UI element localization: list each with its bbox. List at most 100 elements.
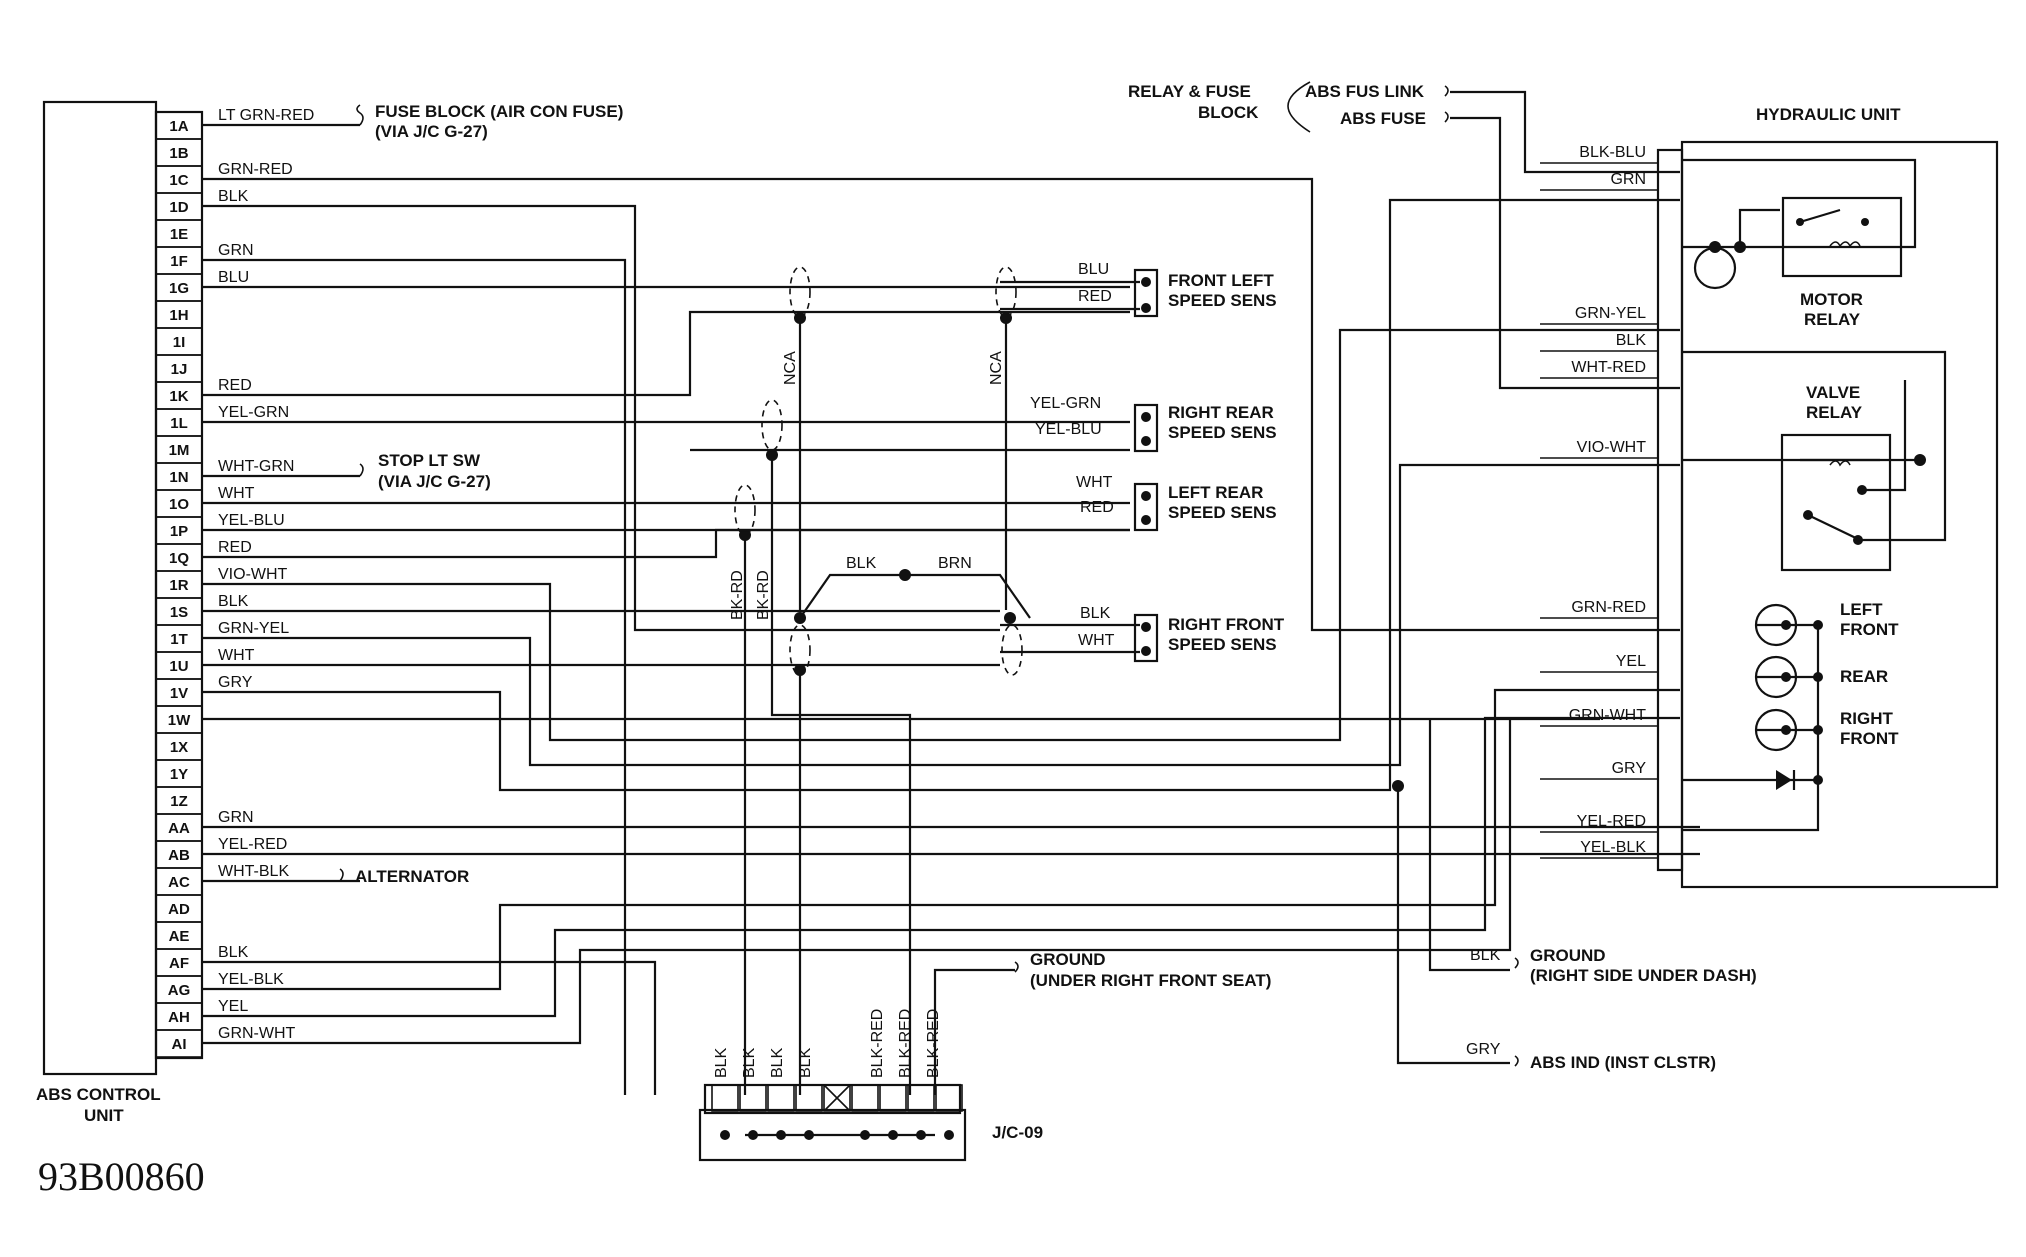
- pin-label: AC: [168, 874, 190, 891]
- hydraulic-pin-label: WHT-RED: [1571, 359, 1646, 376]
- jc-cell: [907, 1084, 935, 1112]
- hydraulic-pin-label: YEL-BLK: [1580, 839, 1646, 856]
- stop-lt-sw-via: (VIA J/C G-27): [378, 472, 491, 491]
- left-rear-speed-sensor[interactable]: WHT RED LEFT REAR SPEED SENS: [1076, 474, 1277, 532]
- wire-color-label: YEL-GRN: [218, 404, 289, 421]
- pin-label: 1U: [169, 658, 188, 675]
- wire-color-label: GRN-YEL: [218, 620, 289, 637]
- pin-label: 1W: [168, 712, 191, 729]
- valve-relay-label-1: VALVE: [1806, 383, 1860, 402]
- pin-label: 1G: [169, 280, 189, 297]
- lr-wire-1: WHT: [1076, 474, 1113, 491]
- alternator-ref: ALTERNATOR: [339, 867, 469, 886]
- wire-color-label: YEL-RED: [218, 836, 287, 853]
- fl-wire-2: RED: [1078, 288, 1112, 305]
- jc-cell: [767, 1084, 795, 1112]
- jc-wire-label: BLK-RED: [925, 1009, 942, 1078]
- pin-label: 1L: [170, 415, 188, 432]
- ground-dash-label-2: (RIGHT SIDE UNDER DASH): [1530, 966, 1757, 985]
- pin-label: 1P: [170, 523, 188, 540]
- pin-label: 1T: [170, 631, 188, 648]
- hydraulic-pin-label: VIO-WHT: [1577, 439, 1647, 456]
- jc09-label: J/C-09: [992, 1123, 1043, 1142]
- pin-label: 1A: [169, 118, 188, 135]
- wire-color-label: GRN-WHT: [218, 1025, 296, 1042]
- nca-label-1: NCA: [782, 351, 799, 385]
- diagram-code: 93B00860: [38, 1154, 205, 1199]
- wire-color-label: YEL-BLK: [218, 971, 284, 988]
- left-front-label-1: LEFT: [1840, 600, 1883, 619]
- pin-label: 1J: [171, 361, 188, 378]
- valve-relay-label-2: RELAY: [1806, 403, 1863, 422]
- jc-cell: [795, 1084, 823, 1112]
- jc-splice-dot: [860, 1130, 870, 1140]
- valve-relay: VALVE RELAY: [1682, 350, 1947, 572]
- wire-color-label: LT GRN-RED: [218, 107, 314, 124]
- jc-wire-label: BLK-RED: [897, 1009, 914, 1078]
- shielded-cables: NCA NCA BLK BRN BK-RD BK-RD: [690, 266, 1130, 1095]
- alternator-label: ALTERNATOR: [355, 867, 469, 886]
- bk-rd-label-1: BK-RD: [729, 570, 746, 620]
- right-rear-label-1: RIGHT REAR: [1168, 403, 1274, 422]
- rear-label: REAR: [1840, 667, 1888, 686]
- hydraulic-pin-label: GRN-RED: [1571, 599, 1646, 616]
- pin-label: 1E: [170, 226, 188, 243]
- hydraulic-pin-label: BLK: [1616, 332, 1647, 349]
- pin-label: 1V: [170, 685, 188, 702]
- pin-label: 1O: [169, 496, 189, 513]
- pin-label: 1K: [169, 388, 188, 405]
- wire-color-label: GRN-RED: [218, 161, 293, 178]
- pin-label: 1Y: [170, 766, 188, 783]
- motor-relay-label-1: MOTOR: [1800, 290, 1863, 309]
- stop-lt-sw-label: STOP LT SW: [378, 451, 481, 470]
- relay-fuse-block-label-2: BLOCK: [1198, 103, 1259, 122]
- pin-label: AI: [172, 1036, 187, 1053]
- right-front-label-2: FRONT: [1840, 729, 1899, 748]
- pin-label: AB: [168, 847, 190, 864]
- jc-wire-label: BLK: [741, 1047, 758, 1078]
- hydraulic-pin-label: BLK-BLU: [1579, 144, 1646, 161]
- jc-cell: [851, 1084, 879, 1112]
- wire-color-label: GRN: [218, 809, 254, 826]
- wire-color-label: WHT-BLK: [218, 863, 289, 880]
- right-front-label-1: RIGHT: [1840, 709, 1894, 728]
- hydraulic-unit-title: HYDRAULIC UNIT: [1756, 105, 1901, 124]
- ground-under-seat: GROUND (UNDER RIGHT FRONT SEAT): [933, 950, 1271, 1095]
- shield-brn-label: BRN: [938, 555, 972, 572]
- ground-seat-label-1: GROUND: [1030, 950, 1106, 969]
- jc-splice-dot: [916, 1130, 926, 1140]
- pin-label: 1S: [170, 604, 188, 621]
- pin-label: AA: [168, 820, 190, 837]
- pin-label: 1Z: [170, 793, 188, 810]
- jc-splice-dot: [720, 1130, 730, 1140]
- pin-label: 1R: [169, 577, 188, 594]
- pin-label: AD: [168, 901, 190, 918]
- fuse-block-ref: FUSE BLOCK (AIR CON FUSE) (VIA J/C G-27): [356, 102, 623, 141]
- jc-splice-dot: [944, 1130, 954, 1140]
- hydraulic-pin-label: GRN-WHT: [1569, 707, 1647, 724]
- wire-color-label: WHT: [218, 485, 255, 502]
- front-left-speed-sensor[interactable]: BLU RED FRONT LEFT SPEED SENS: [1000, 261, 1277, 318]
- jc-cell: [879, 1084, 907, 1112]
- solenoid-right-front: RIGHT FRONT: [1754, 708, 1899, 752]
- jc-wire-label: BLK: [797, 1047, 814, 1078]
- right-front-speed-sensor[interactable]: BLK WHT RIGHT FRONT SPEED SENS: [1000, 605, 1285, 663]
- motor-relay-label-2: RELAY: [1804, 310, 1861, 329]
- pin-label: 1B: [169, 145, 188, 162]
- ground-dash-wire: BLK: [1470, 947, 1501, 964]
- jc-cell: [935, 1084, 963, 1112]
- wire-color-label: VIO-WHT: [218, 566, 288, 583]
- jc-splice-dot: [776, 1130, 786, 1140]
- abs-ind-label: ABS IND (INST CLSTR): [1530, 1053, 1716, 1072]
- wire-color-label: BLU: [218, 269, 249, 286]
- right-rear-speed-sensor[interactable]: YEL-GRN YEL-BLU RIGHT REAR SPEED SENS: [1030, 395, 1277, 453]
- jc-wire-label: BLK: [713, 1047, 730, 1078]
- fuse-block-via: (VIA J/C G-27): [375, 122, 488, 141]
- wire-color-label: RED: [218, 539, 252, 556]
- control-unit-label-2: UNIT: [84, 1106, 124, 1125]
- motor-relay: MOTOR RELAY: [1682, 158, 1917, 329]
- pin-label: 1X: [170, 739, 188, 756]
- nca-label-2: NCA: [988, 351, 1005, 385]
- ground-seat-label-2: (UNDER RIGHT FRONT SEAT): [1030, 971, 1271, 990]
- bk-rd-label-2: BK-RD: [755, 570, 772, 620]
